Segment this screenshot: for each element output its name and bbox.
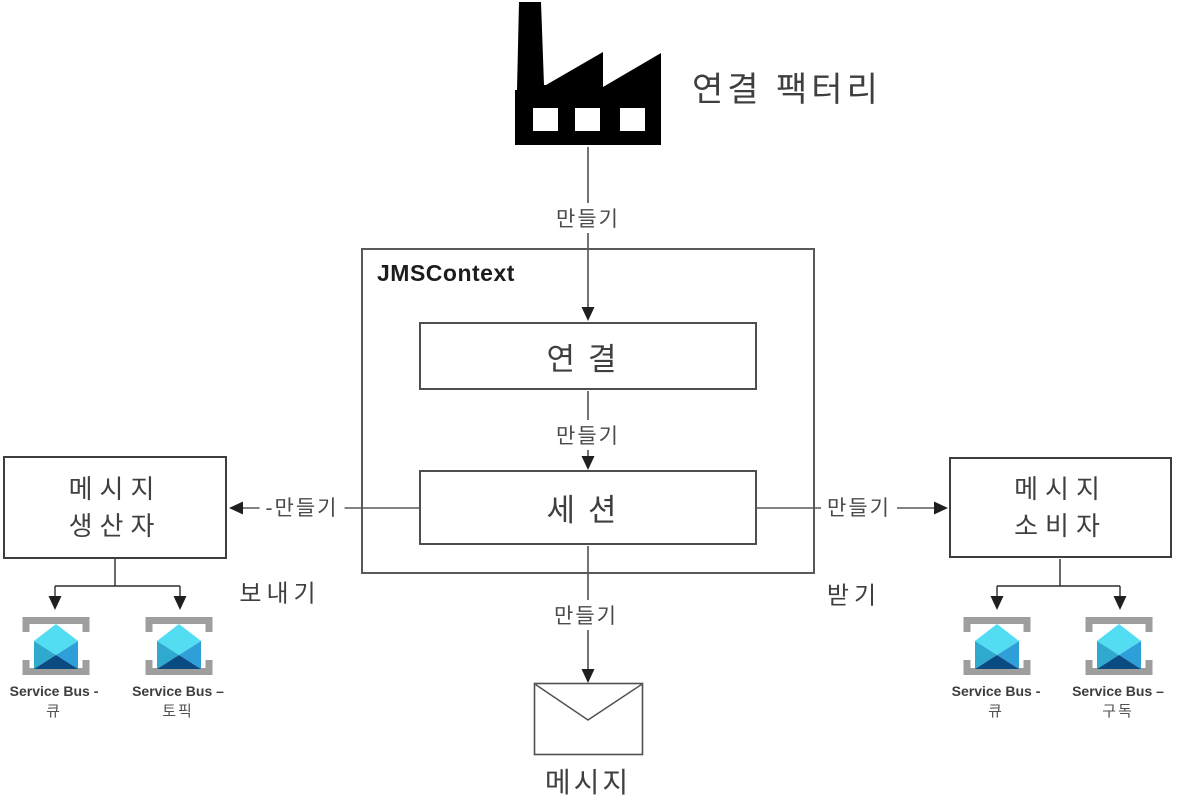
service-bus-caption-line2: 큐 <box>46 703 62 720</box>
connection-node: 연결 <box>419 322 757 390</box>
arrowhead-left-icon <box>229 501 243 515</box>
message-producer-box: 메시지 생산자 <box>3 456 227 559</box>
service-bus-caption-line2: 큐 <box>988 703 1004 720</box>
service-bus-queue-caption: Service Bus - 큐 <box>916 683 1076 721</box>
message-producer-label-line1: 메시지 <box>68 473 162 504</box>
message-envelope-icon <box>533 682 644 756</box>
service-bus-caption-line2: 토픽 <box>162 703 194 720</box>
message-consumer-label-line2: 소비자 <box>1014 510 1107 541</box>
arrowhead-down-icon <box>581 307 595 321</box>
service-bus-caption-line2: 구독 <box>1102 703 1134 720</box>
arrowhead-down-icon <box>990 596 1004 610</box>
receive-label: 받기 <box>826 582 882 610</box>
create-label-session-producer: -만들기 <box>259 492 345 522</box>
service-bus-subscription-caption: Service Bus – 구독 <box>1038 683 1181 721</box>
service-bus-queue-icon <box>26 621 86 672</box>
message-producer-label-line2: 생산자 <box>68 510 162 541</box>
arrowhead-down-icon <box>581 456 595 470</box>
send-label: 보내기 <box>239 580 321 608</box>
factory-window <box>533 108 558 131</box>
connection-factory-label: 연결 팩터리 <box>692 71 882 109</box>
message-consumer-box: 메시지 소비자 <box>949 457 1172 558</box>
create-label-connection-session: 만들기 <box>550 420 626 450</box>
factory-window <box>620 108 645 131</box>
jmscontext-title: JMSContext <box>377 260 515 286</box>
service-bus-caption-line1: Service Bus – <box>132 683 224 699</box>
edge-consumer-to-sources <box>990 559 1127 610</box>
message-consumer-label-line1: 메시지 <box>1014 473 1107 504</box>
service-bus-subscription-icon <box>1089 621 1149 672</box>
jmscontext-box <box>361 248 815 574</box>
service-bus-caption-line1: Service Bus - <box>951 683 1041 699</box>
arrowhead-down-icon <box>48 596 62 610</box>
session-node: 세션 <box>419 470 757 545</box>
factory-window <box>575 108 600 131</box>
arrowhead-down-icon <box>581 669 595 683</box>
factory-icon <box>515 2 661 145</box>
create-label-session-message: 만들기 <box>548 600 624 630</box>
create-label-session-consumer: 만들기 <box>821 492 897 522</box>
service-bus-topic-caption: Service Bus – 토픽 <box>98 683 258 721</box>
arrowhead-right-icon <box>934 501 948 515</box>
arrowhead-down-icon <box>173 596 187 610</box>
service-bus-queue-caption: Service Bus - 큐 <box>0 683 134 721</box>
arrowhead-down-icon <box>1113 596 1127 610</box>
create-label-factory-connection: 만들기 <box>550 203 626 233</box>
message-label: 메시지 <box>544 767 632 798</box>
service-bus-queue-icon <box>967 621 1027 672</box>
service-bus-caption-line1: Service Bus - <box>9 683 99 699</box>
edge-producer-to-destinations <box>48 559 187 610</box>
service-bus-topic-icon <box>149 621 209 672</box>
service-bus-caption-line1: Service Bus – <box>1072 683 1164 699</box>
